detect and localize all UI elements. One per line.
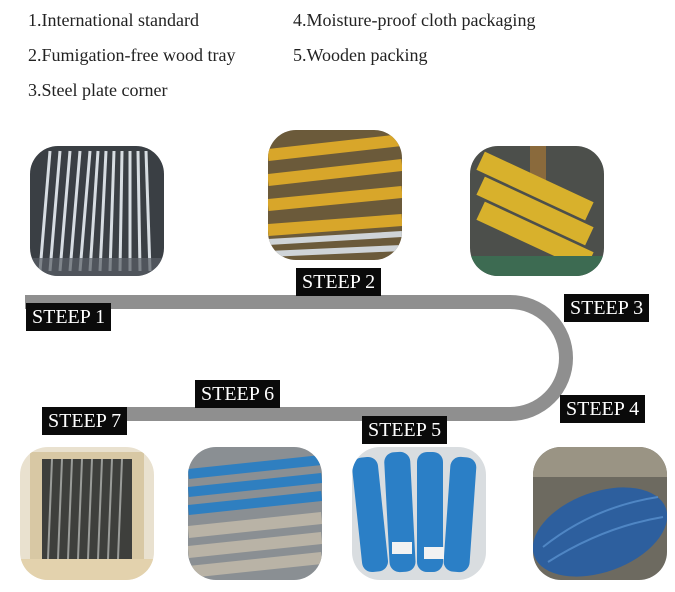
- photo-yellow-bundles: [470, 146, 604, 276]
- note-wood-tray: 2.Fumigation-free wood tray: [28, 45, 236, 65]
- note-wooden-packing: 5.Wooden packing: [293, 45, 428, 65]
- step-label-5: STEEP 5: [362, 416, 448, 444]
- photo-wooden-box: [20, 447, 154, 580]
- photo-bare-steel-bars: [30, 146, 164, 276]
- photo-stacked-bundles: [188, 447, 322, 580]
- step-label-6: STEEP 6: [195, 380, 281, 408]
- note-international-standard: 1.International standard: [28, 10, 199, 30]
- photo-blue-round-bars: [352, 447, 486, 580]
- step-label-4: STEEP 4: [560, 395, 646, 423]
- step-label-2: STEEP 2: [296, 268, 382, 296]
- note-moisture-proof: 4.Moisture-proof cloth packaging: [293, 10, 536, 30]
- step-label-3: STEEP 3: [564, 294, 650, 322]
- note-steel-plate-corner: 3.Steel plate corner: [28, 80, 168, 100]
- photo-blue-cloth-bundle: [533, 447, 667, 580]
- step-label-7: STEEP 7: [42, 407, 128, 435]
- photo-yellow-wrapped-bars: [268, 130, 402, 260]
- step-label-1: STEEP 1: [26, 303, 112, 331]
